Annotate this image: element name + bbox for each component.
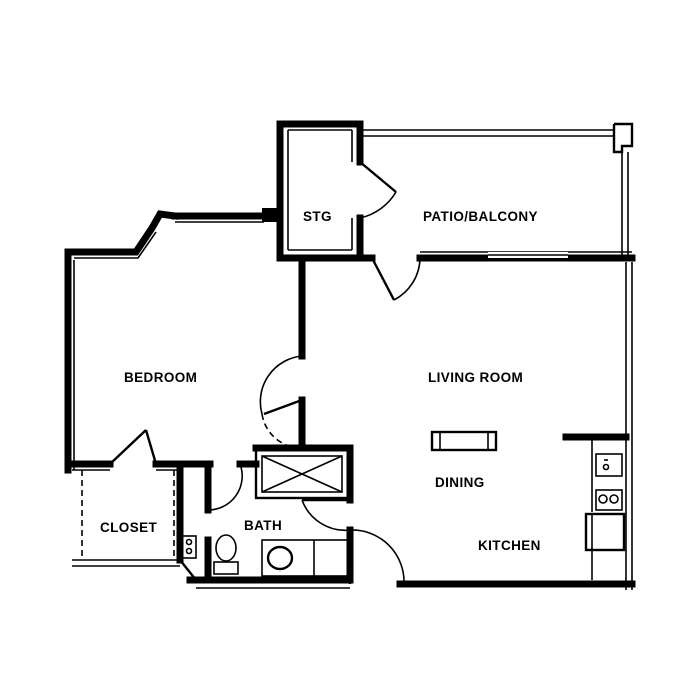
room-label-kitchen: KITCHEN (478, 538, 541, 553)
closet-fixtures (72, 469, 197, 559)
room-label-bath: BATH (244, 518, 282, 533)
room-label-closet: CLOSET (100, 520, 158, 535)
room-label-stg: STG (303, 209, 332, 224)
bath-fixtures (213, 448, 350, 577)
room-labels: STG PATIO/BALCONY BEDROOM LIVING ROOM DI… (100, 209, 541, 553)
exterior-walls (64, 120, 636, 590)
kitchen-fixtures (584, 440, 626, 580)
room-label-living-room: LIVING ROOM (428, 370, 523, 385)
dining-fixture (430, 430, 498, 452)
room-label-bedroom: BEDROOM (124, 370, 197, 385)
doors (144, 161, 421, 585)
room-label-dining: DINING (435, 475, 485, 490)
room-label-patio: PATIO/BALCONY (423, 209, 538, 224)
